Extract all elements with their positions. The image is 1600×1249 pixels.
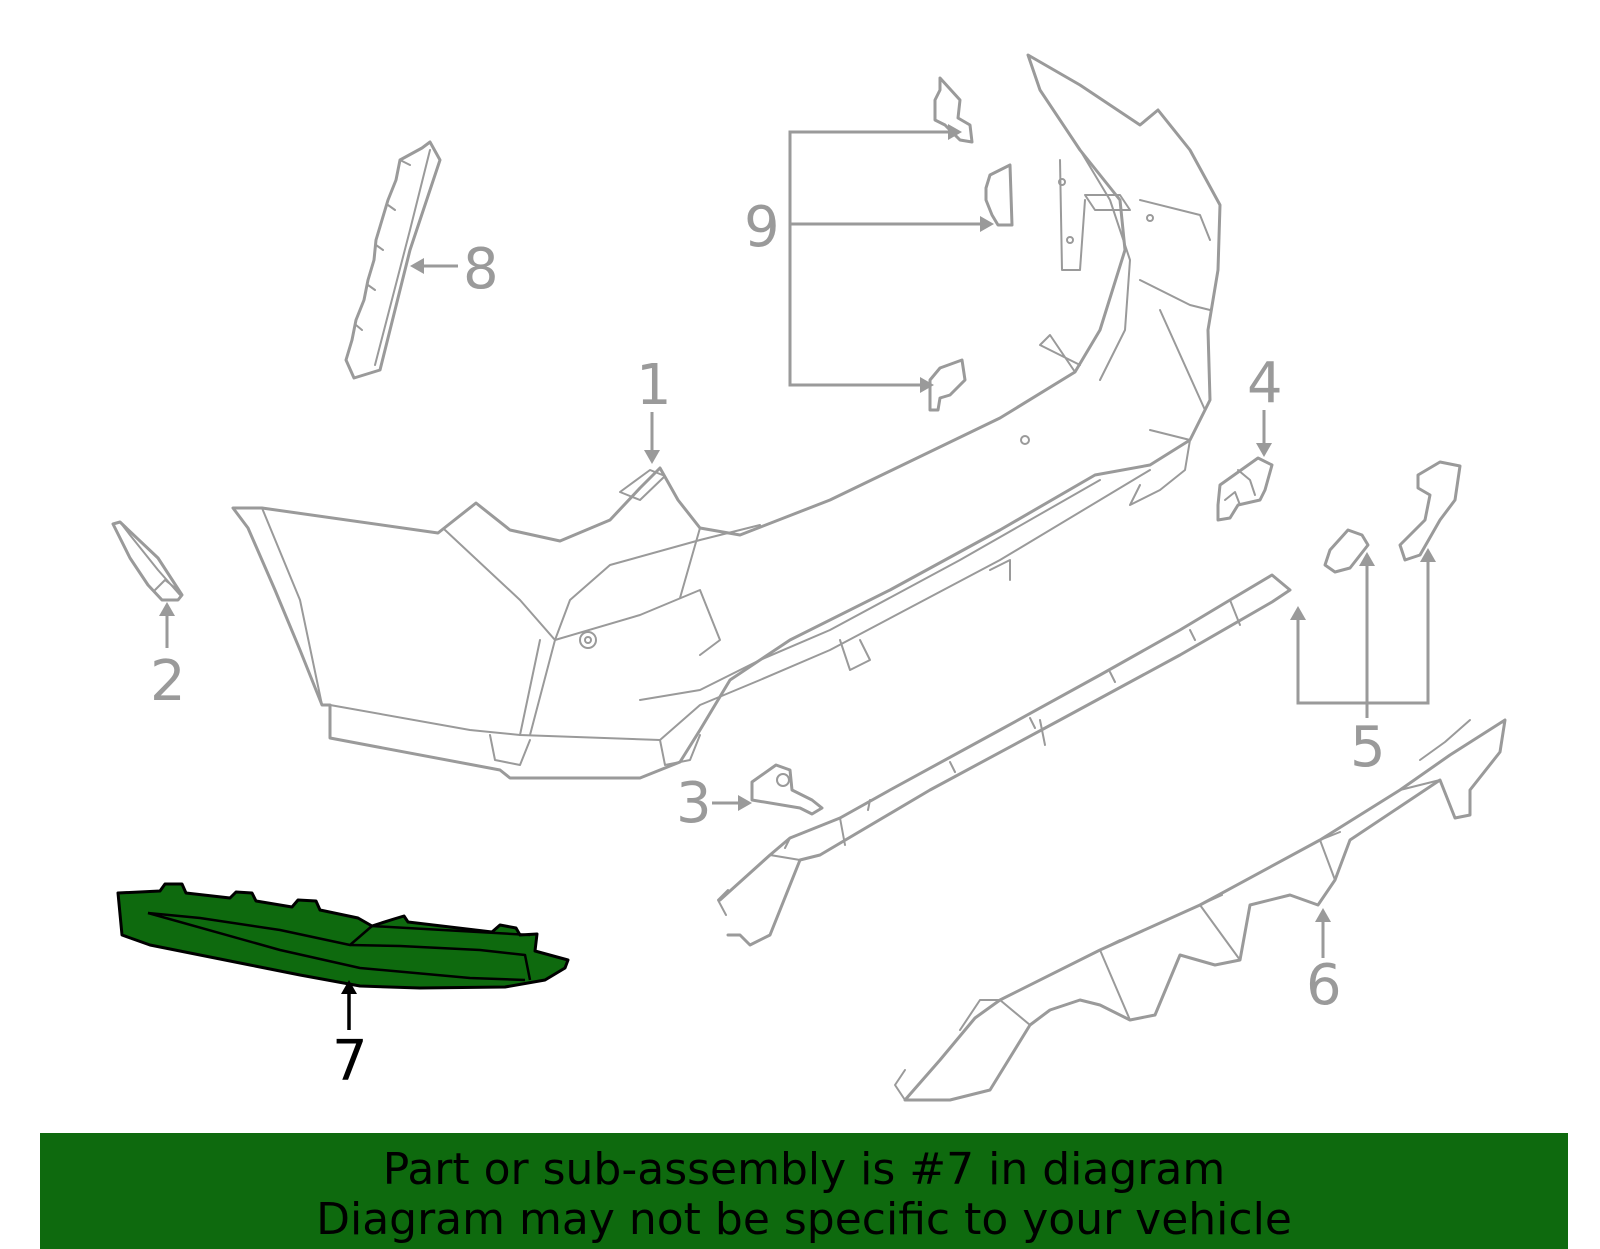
info-banner: Part or sub-assembly is #7 in diagram Di…	[40, 1133, 1568, 1249]
callout-8: 8	[463, 237, 499, 302]
part-3-bracket[interactable]	[750, 763, 824, 816]
part-1-bumper-cover[interactable]	[231, 53, 1222, 780]
part-5-absorber-and-brackets[interactable]	[717, 460, 1462, 947]
part-4-bracket[interactable]	[1216, 456, 1274, 522]
banner-line-1: Part or sub-assembly is #7 in diagram	[382, 1144, 1226, 1195]
callout-3: 3	[676, 771, 712, 836]
part-2-bracket[interactable]	[111, 520, 184, 602]
leaders	[159, 124, 1436, 1030]
callout-4: 4	[1247, 351, 1283, 416]
banner-line-2: Diagram may not be specific to your vehi…	[316, 1194, 1292, 1245]
callout-5: 5	[1350, 715, 1386, 780]
callout-9: 9	[744, 195, 780, 260]
part-7-lower-trim-highlighted[interactable]	[116, 882, 570, 990]
callouts: 1 2 3 4 5 6 7 8 9	[150, 195, 1386, 1094]
callout-7: 7	[332, 1029, 368, 1094]
part-8-side-strip[interactable]	[344, 140, 442, 380]
callout-1: 1	[636, 353, 672, 418]
part-9-clips[interactable]	[928, 76, 1014, 412]
callout-6: 6	[1306, 953, 1342, 1018]
part-6-diffuser[interactable]	[894, 718, 1507, 1102]
callout-2: 2	[150, 649, 186, 714]
